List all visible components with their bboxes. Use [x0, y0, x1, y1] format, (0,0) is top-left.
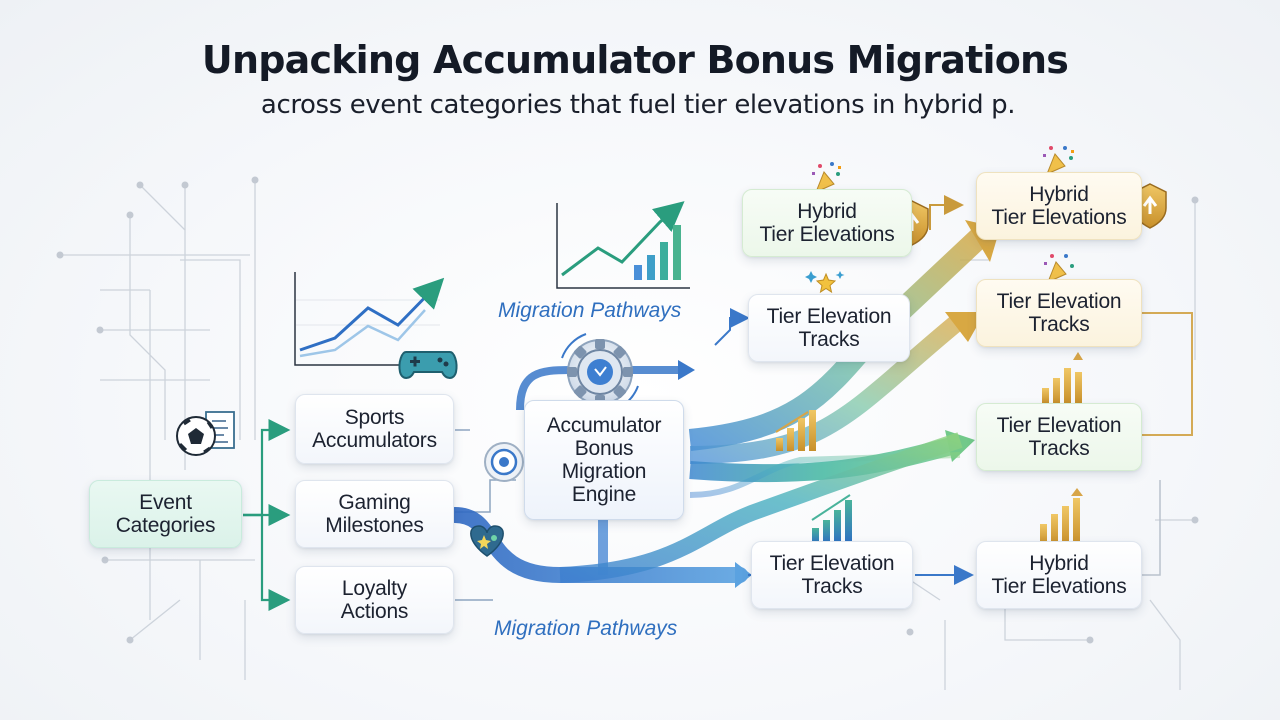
gaming-milestones-box[interactable]: Gaming Milestones [295, 480, 454, 548]
accumulator-engine-box[interactable]: Accumulator Bonus Migration Engine [524, 400, 684, 520]
gamepad-icon [398, 351, 458, 379]
page-subtitle: across event categories that fuel tier e… [260, 90, 1016, 120]
heart-star-icon [470, 525, 504, 557]
migration-pathways-label-top: Migration Pathways [498, 299, 682, 322]
engine-line4: Engine [571, 483, 637, 506]
node-line2: Tier Elevations [759, 223, 895, 246]
event-categories-line2: Categories [115, 514, 216, 537]
node-line1: Hybrid [797, 200, 857, 223]
right-hybrid-tier-box-2[interactable]: Hybrid Tier Elevations [976, 541, 1142, 609]
event-categories-box[interactable]: Event Categories [89, 480, 242, 548]
node-line2: Tracks [801, 575, 863, 598]
node-line2: Tier Elevations [991, 575, 1127, 598]
line-chart-icon-top [556, 201, 690, 289]
node-line1: Tier Elevation [996, 414, 1122, 437]
party-popper-icon-3 [1044, 254, 1074, 283]
category-line1: Loyalty [341, 577, 408, 600]
bar-chart-arrow-icon-4 [1040, 488, 1083, 544]
line-chart-icon-left [294, 272, 445, 366]
flow-swoosh-bottom [559, 432, 963, 583]
event-categories-line1: Event [139, 491, 192, 514]
category-line1: Sports [344, 406, 405, 429]
soccer-ball-document-icon [176, 411, 235, 456]
sports-accumulators-box[interactable]: Sports Accumulators [295, 394, 454, 464]
bar-chart-arrow-icon-2 [1042, 352, 1083, 403]
node-line1: Tier Elevation [766, 305, 892, 328]
right-tier-tracks-box-1[interactable]: Tier Elevation Tracks [976, 279, 1142, 347]
node-line2: Tracks [1028, 313, 1090, 336]
middle-hybrid-tier-box[interactable]: Hybrid Tier Elevations [742, 189, 912, 257]
right-tier-tracks-box-2[interactable]: Tier Elevation Tracks [976, 403, 1142, 471]
migration-pathways-label-bottom: Migration Pathways [494, 617, 678, 640]
party-popper-icon-1 [812, 162, 841, 193]
flow-swoosh-upper [689, 313, 966, 464]
right-hybrid-tier-box-1[interactable]: Hybrid Tier Elevations [976, 172, 1142, 240]
page-title: Unpacking Accumulator Bonus Migrations [201, 38, 1069, 82]
gear-icon [561, 333, 639, 411]
category-line2: Milestones [325, 514, 424, 537]
target-icon [484, 442, 524, 482]
category-line1: Gaming [338, 491, 411, 514]
category-line2: Accumulators [312, 429, 437, 452]
middle-tier-tracks-box-2[interactable]: Tier Elevation Tracks [751, 541, 913, 609]
node-line2: Tracks [798, 328, 860, 351]
category-connectors [243, 419, 291, 611]
loyalty-actions-box[interactable]: Loyalty Actions [295, 566, 454, 634]
bar-chart-arrow-icon-3 [811, 494, 852, 544]
node-line2: Tier Elevations [991, 206, 1127, 229]
engine-line3: Migration [561, 460, 647, 483]
engine-line2: Bonus [574, 437, 634, 460]
node-line1: Hybrid [1029, 552, 1089, 575]
party-popper-icon-2 [1043, 146, 1074, 175]
node-line1: Tier Elevation [769, 552, 895, 575]
engine-line1: Accumulator [546, 414, 662, 437]
node-line1: Hybrid [1029, 183, 1089, 206]
circuit-lines-left [60, 180, 256, 680]
category-line2: Actions [340, 600, 409, 623]
node-line2: Tracks [1028, 437, 1090, 460]
node-line1: Tier Elevation [996, 290, 1122, 313]
sparkle-star-icon [805, 271, 845, 294]
flow-swoosh-lower [689, 452, 961, 498]
bar-chart-arrow-icon-1 [775, 410, 816, 451]
middle-tier-tracks-box-1[interactable]: Tier Elevation Tracks [748, 294, 910, 362]
